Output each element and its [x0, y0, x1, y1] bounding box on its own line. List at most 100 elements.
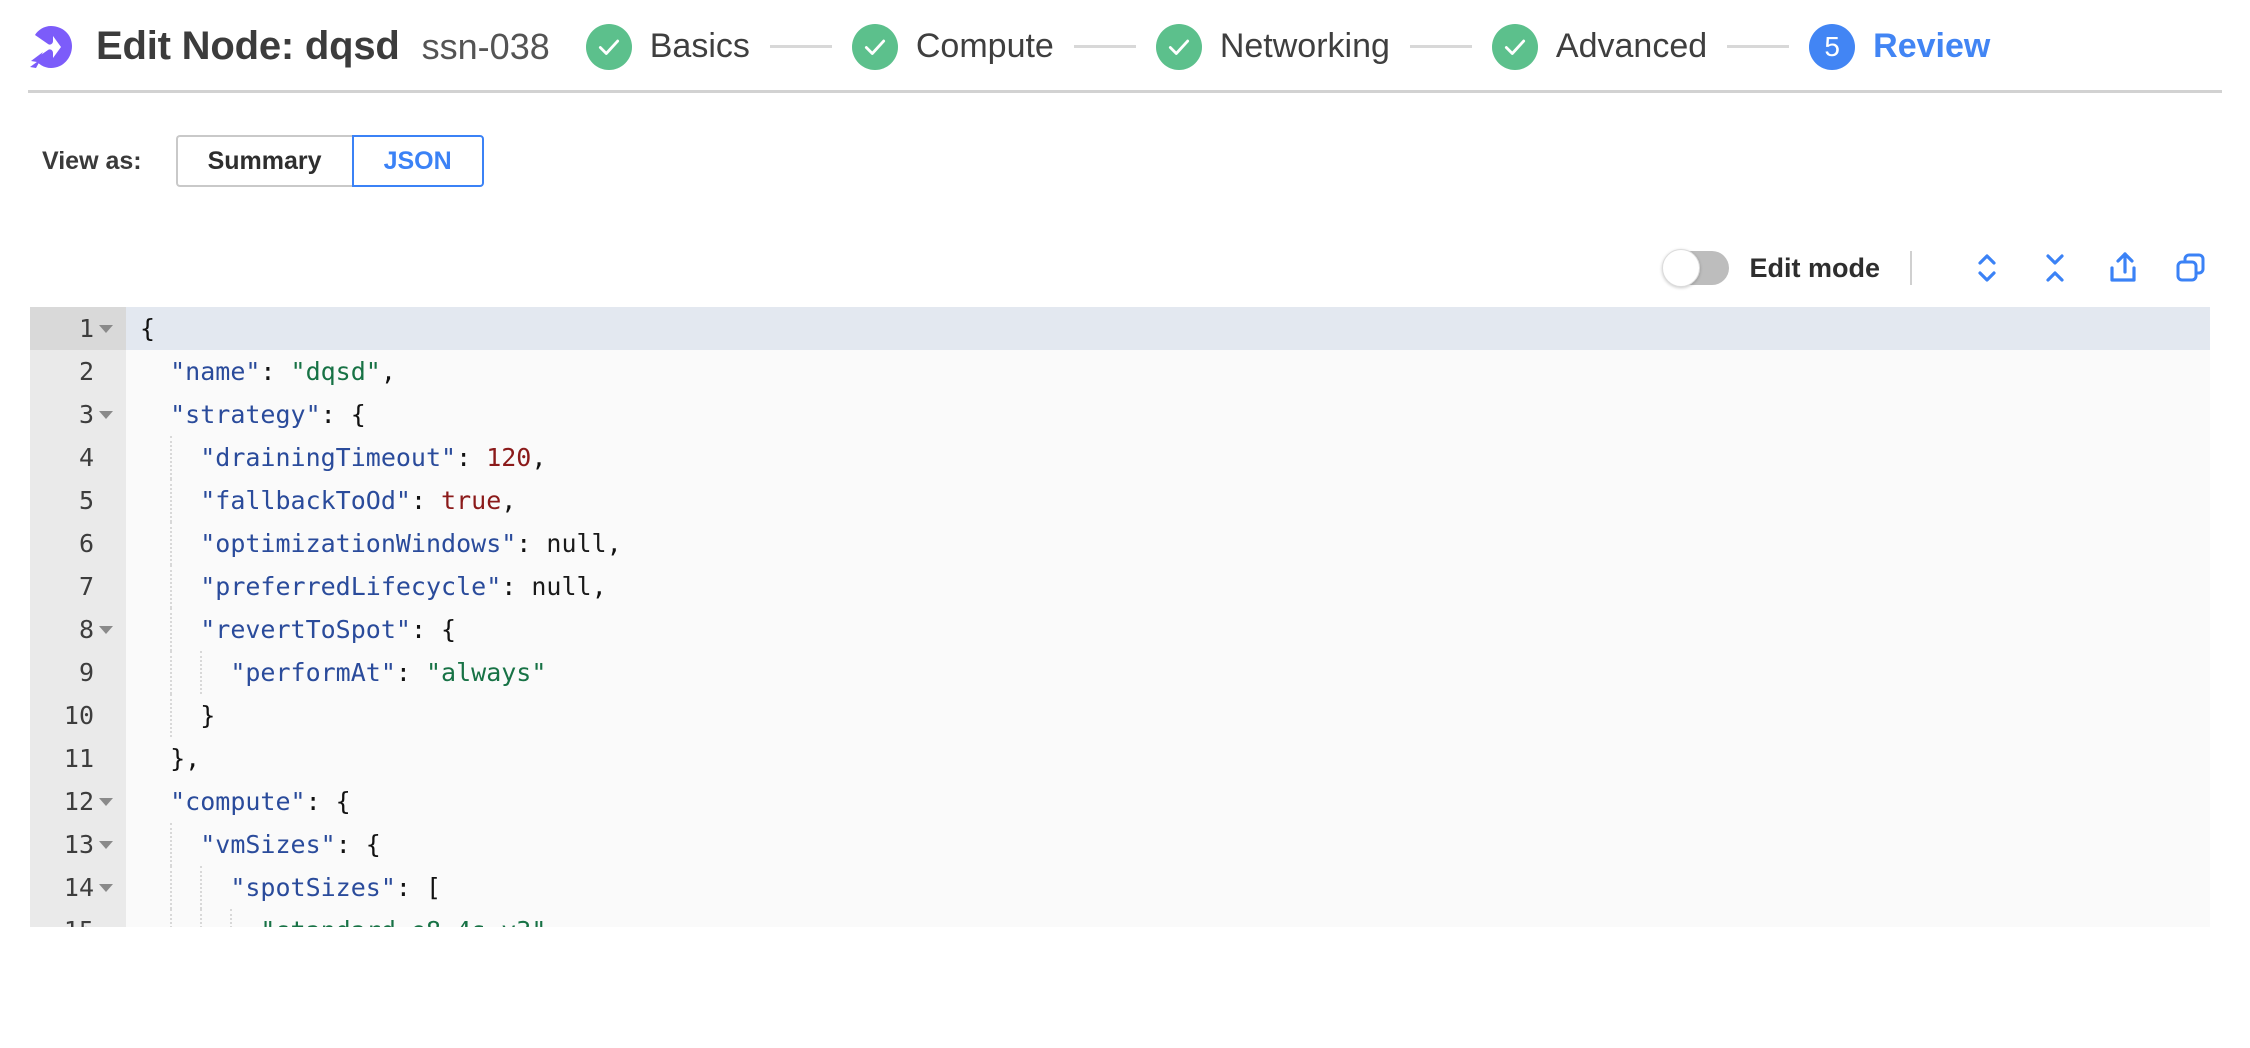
line-number: 1	[78, 314, 94, 343]
copy-button[interactable]	[2168, 245, 2214, 291]
step-advanced[interactable]: Advanced	[1491, 23, 1708, 70]
copy-icon	[2176, 253, 2205, 282]
indent-guide	[170, 522, 173, 565]
fold-toggle-icon[interactable]	[94, 324, 118, 333]
code-line[interactable]: 9 "performAt": "always"	[30, 651, 2210, 694]
code-text: "strategy": {	[170, 400, 366, 429]
indent-guide	[170, 694, 173, 737]
code-text: }	[200, 701, 216, 730]
wizard-stepper: Basics Compute Networking	[585, 23, 1991, 70]
step-networking-marker	[1155, 23, 1202, 70]
code-line[interactable]: 7 "preferredLifecycle": null,	[30, 565, 2210, 608]
view-as-summary-button[interactable]: Summary	[175, 135, 352, 187]
line-gutter: 13	[30, 823, 126, 866]
line-number: 13	[63, 830, 94, 859]
line-number: 10	[63, 701, 94, 730]
line-number: 15	[64, 909, 94, 927]
line-gutter: 10	[30, 694, 126, 737]
check-icon	[1504, 39, 1525, 55]
step-networking[interactable]: Networking	[1155, 23, 1390, 70]
step-basics[interactable]: Basics	[585, 23, 750, 70]
line-gutter: 4	[30, 436, 126, 479]
indent-guide	[200, 866, 203, 909]
code-line[interactable]: 6 "optimizationWindows": null,	[30, 522, 2210, 565]
code-line[interactable]: 5 "fallbackToOd": true,	[30, 479, 2210, 522]
code-line[interactable]: 13 "vmSizes": {	[30, 823, 2210, 866]
json-code-lines: 1{2 "name": "dqsd",3 "strategy": {4 "dra…	[30, 307, 2210, 927]
line-number: 2	[78, 357, 94, 386]
expand-all-button[interactable]	[1964, 245, 2010, 291]
code-content: "compute": {	[126, 780, 2210, 823]
line-gutter: 1	[30, 307, 126, 350]
code-line[interactable]: 4 "drainingTimeout": 120,	[30, 436, 2210, 479]
code-content: "preferredLifecycle": null,	[126, 565, 2210, 608]
code-text: "compute": {	[170, 787, 351, 816]
editor-toolbar: Edit mode	[0, 241, 2250, 295]
step-connector	[769, 45, 832, 48]
indent-guide	[170, 436, 173, 479]
toolbar-divider	[1910, 251, 1912, 285]
step-compute-marker	[851, 23, 898, 70]
view-as-label: View as:	[42, 146, 142, 175]
indent-guide	[170, 565, 173, 608]
collapse-all-button[interactable]	[2032, 245, 2078, 291]
line-gutter: 5	[30, 479, 126, 522]
code-text: "name": "dqsd",	[170, 357, 396, 386]
code-line[interactable]: 11 },	[30, 737, 2210, 780]
line-gutter: 15	[30, 909, 126, 927]
step-advanced-marker	[1491, 23, 1538, 70]
line-gutter: 3	[30, 393, 126, 436]
fold-toggle-icon[interactable]	[94, 883, 118, 892]
code-content: "drainingTimeout": 120,	[126, 436, 2210, 479]
code-text: },	[170, 744, 201, 773]
code-line[interactable]: 10 }	[30, 694, 2210, 737]
spot-comet-logo-icon	[30, 25, 72, 68]
step-review[interactable]: 5 Review	[1809, 23, 1991, 70]
code-line[interactable]: 14 "spotSizes": [	[30, 866, 2210, 909]
line-gutter: 14	[30, 866, 126, 909]
export-button[interactable]	[2100, 245, 2146, 291]
code-content: }	[126, 694, 2210, 737]
view-as-json-button[interactable]: JSON	[351, 135, 484, 187]
code-line[interactable]: 12 "compute": {	[30, 780, 2210, 823]
node-id: ssn-038	[421, 25, 550, 67]
code-text: "performAt": "always"	[230, 658, 547, 687]
step-basics-marker	[585, 23, 632, 70]
step-compute[interactable]: Compute	[851, 23, 1054, 70]
code-content: "vmSizes": {	[126, 823, 2210, 866]
code-line[interactable]: 3 "strategy": {	[30, 393, 2210, 436]
json-editor[interactable]: 1{2 "name": "dqsd",3 "strategy": {4 "dra…	[30, 307, 2210, 927]
edit-mode-toggle-knob	[1662, 249, 1701, 287]
check-icon	[864, 39, 885, 55]
step-basics-label: Basics	[649, 27, 750, 65]
code-text: "optimizationWindows": null,	[200, 529, 622, 558]
code-text: {	[140, 314, 156, 343]
code-line[interactable]: 1{	[30, 307, 2210, 350]
export-icon	[2110, 252, 2136, 282]
indent-guide	[170, 479, 173, 522]
indent-guide	[200, 909, 203, 927]
code-content: "optimizationWindows": null,	[126, 522, 2210, 565]
view-as-segmented-control: Summary JSON	[175, 135, 484, 187]
code-line[interactable]: 8 "revertToSpot": {	[30, 608, 2210, 651]
step-review-label: Review	[1873, 27, 1991, 65]
line-gutter: 8	[30, 608, 126, 651]
line-gutter: 9	[30, 651, 126, 694]
indent-guide	[230, 909, 233, 927]
line-gutter: 12	[30, 780, 126, 823]
code-text: "spotSizes": [	[230, 873, 442, 902]
step-networking-label: Networking	[1219, 27, 1390, 65]
fold-toggle-icon[interactable]	[94, 797, 118, 806]
code-line[interactable]: 2 "name": "dqsd",	[30, 350, 2210, 393]
line-number: 12	[63, 787, 94, 816]
edit-mode-toggle[interactable]	[1662, 249, 1730, 287]
line-number: 3	[78, 400, 94, 429]
view-as-row: View as: Summary JSON	[0, 121, 2250, 201]
fold-toggle-icon[interactable]	[94, 840, 118, 849]
code-line[interactable]: 15 "standard_e8-4s_v3",	[30, 909, 2210, 927]
step-connector	[1727, 45, 1790, 48]
fold-toggle-icon[interactable]	[94, 410, 118, 419]
fold-toggle-icon[interactable]	[94, 625, 118, 634]
step-advanced-label: Advanced	[1555, 27, 1708, 65]
step-review-marker: 5	[1809, 23, 1856, 70]
